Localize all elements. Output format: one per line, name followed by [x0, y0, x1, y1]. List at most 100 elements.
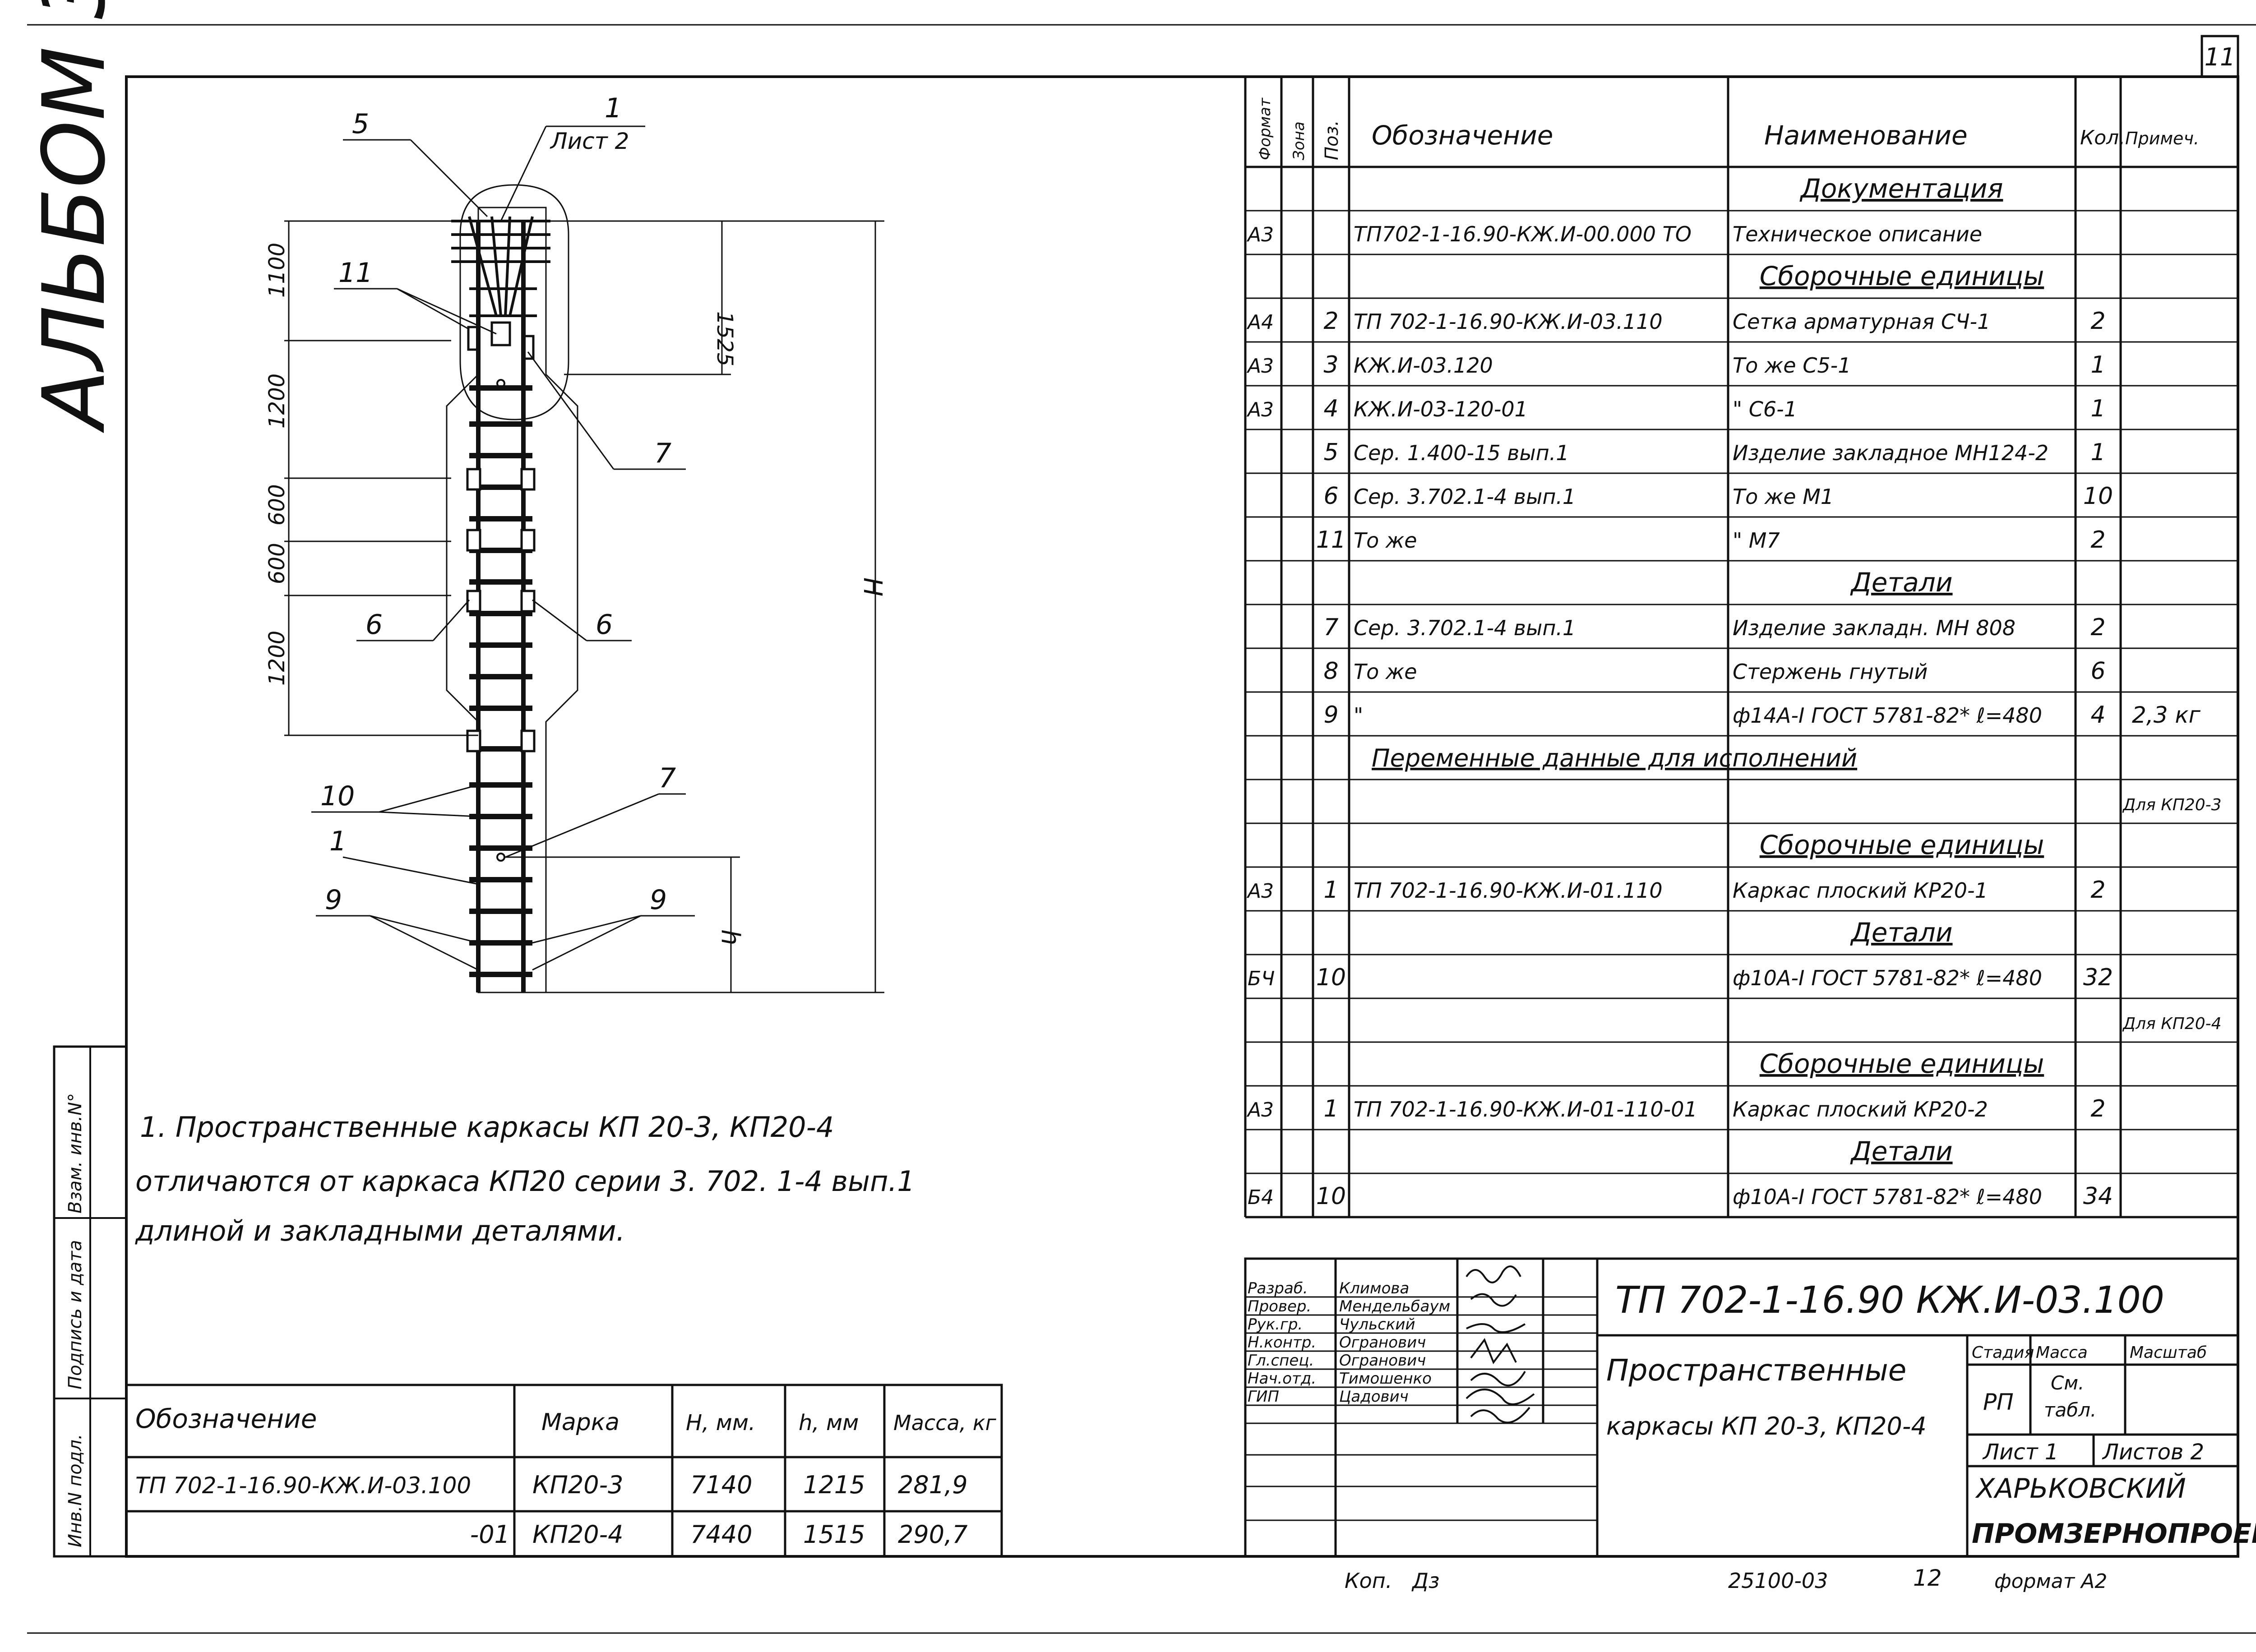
dim-H: H: [858, 577, 887, 596]
tb-person: Огранович: [1339, 1352, 1426, 1370]
spec-row-designation: ТП 702-1-16.90-КЖ.И-01.110: [1354, 878, 1663, 903]
spec-row-designation: ТП 702-1-16.90-КЖ.И-03.110: [1354, 309, 1663, 334]
spec-h-designation: Обозначение: [1372, 120, 1553, 151]
spec-row-designation: Сер. 3.702.1-4 вып.1: [1354, 485, 1576, 509]
spec-row-name: ф10А-I ГОСТ 5781-82* ℓ=480: [1733, 966, 2042, 990]
title-block: ТП 702-1-16.90 КЖ.И-03.100 Пространствен…: [1244, 1257, 2256, 1558]
spec-row-qty: 34: [2083, 1183, 2113, 1210]
spec-row-designation: Сер. 3.702.1-4 вып.1: [1354, 616, 1576, 640]
vt-r1-mass: 281,9: [898, 1471, 968, 1499]
spec-section-heading: Детали: [1849, 1136, 1952, 1167]
tb-stage: РП: [1983, 1389, 2014, 1415]
footer-num: 12: [1913, 1565, 1942, 1591]
spec-row-qty: 32: [2083, 964, 2113, 991]
tb-role: Разраб.: [1248, 1279, 1308, 1297]
dim-1525: 1525: [712, 311, 737, 366]
vt-r1-H: 7140: [690, 1471, 752, 1499]
vt-h-mark: Марка: [541, 1409, 619, 1436]
dimension-lines: [284, 220, 884, 993]
tb-stage-header: Стадия: [1972, 1343, 2034, 1362]
stamp-inv-orig: Инв.N подл.: [65, 1434, 86, 1547]
spec-section-heading: Документация: [1799, 173, 2003, 204]
dim-1200-top: 1200: [264, 374, 290, 429]
spec-row-name: То же М1: [1733, 485, 1834, 509]
tb-role: Рук.гр.: [1248, 1315, 1303, 1334]
spec-row-name: Техническое описание: [1733, 222, 1982, 246]
footer-inv: 25100-03: [1728, 1569, 1828, 1593]
sheet-number-box: 11: [2201, 35, 2239, 78]
spec-row-pos: 3: [1323, 351, 1338, 378]
note-line-3: длиной и закладными деталями.: [135, 1214, 625, 1247]
album-label: АЛЬБОМ 3: [24, 0, 124, 434]
spec-section-heading: Сборочные единицы: [1760, 261, 2044, 291]
cage-elevation: [446, 184, 578, 993]
vt-r1-designation: ТП 702-1-16.90-КЖ.И-03.100: [135, 1472, 471, 1499]
tb-person: Чульский: [1339, 1315, 1415, 1334]
dimension-values: 1100 1200 600 600 1200 1525 H h: [264, 243, 887, 946]
tb-scale-header: Масштаб: [2130, 1343, 2207, 1362]
callout-7-bottom: 7: [659, 762, 676, 794]
tb-role: Н.контр.: [1248, 1334, 1316, 1352]
spec-h-zone: Зона: [1290, 121, 1308, 160]
spec-row-qty: 6: [2090, 658, 2105, 685]
vt-h-designation: Обозначение: [135, 1403, 317, 1434]
stamp-signature-date: Подпись и дата: [65, 1240, 86, 1389]
tb-role: Провер.: [1248, 1297, 1311, 1315]
vt-r2-mass: 290,7: [898, 1520, 968, 1549]
spec-h-format: Формат: [1256, 97, 1274, 160]
spec-row-qty: 2: [2090, 1095, 2105, 1122]
spec-row-qty: 10: [2083, 483, 2113, 510]
spec-h-qty: Кол.: [2080, 126, 2125, 149]
spec-row-name: Изделие закладное МН124-2: [1733, 441, 2048, 465]
callout-5: 5: [352, 108, 369, 140]
dim-600-b: 600: [264, 543, 290, 584]
callout-10: 10: [320, 780, 355, 812]
spec-row-designation: КЖ.И-03-120-01: [1354, 397, 1528, 421]
note-line-1: 1. Пространственные каркасы КП 20-3, КП2…: [140, 1111, 834, 1144]
spec-row-name: " С6-1: [1733, 397, 1797, 421]
spec-section-heading: Детали: [1849, 917, 1952, 948]
spec-row-designation: То же: [1354, 528, 1417, 553]
spec-row-name: Сетка арматурная СЧ-1: [1733, 309, 1990, 334]
spec-row-format: А3: [1246, 398, 1274, 421]
spec-row-pos: 7: [1323, 614, 1338, 641]
callout-6-right: 6: [596, 609, 613, 641]
signature-scribbles: [1465, 1265, 1535, 1424]
spec-row-pos: 10: [1316, 964, 1346, 991]
spec-row-format: А3: [1246, 355, 1274, 378]
callout-7-top: 7: [654, 438, 671, 469]
spec-row-format: БЧ: [1248, 967, 1275, 990]
spec-section-heading: Детали: [1849, 567, 1952, 598]
spec-row-format: Б4: [1248, 1186, 1274, 1209]
spec-row-qty: 2: [2090, 526, 2105, 554]
variants-table: Обозначение Марка H, мм. h, мм Масса, кг…: [125, 1384, 1003, 1558]
dim-1100: 1100: [264, 243, 290, 298]
spec-row-qty: 2: [2090, 614, 2105, 641]
tb-mass-line2: табл.: [2044, 1399, 2096, 1421]
vt-r2-designation: -01: [470, 1520, 510, 1549]
dim-600-a: 600: [264, 484, 290, 526]
dim-h: h: [716, 929, 745, 946]
tb-name-line1: Пространственные: [1606, 1353, 1906, 1388]
spec-row-name: Каркас плоский КР20-2: [1733, 1097, 1988, 1121]
tb-person: Климова: [1339, 1279, 1409, 1297]
spec-row-qty: 2: [2090, 877, 2105, 904]
vt-r2-mark: КП20-4: [532, 1520, 624, 1549]
tb-person: Огранович: [1339, 1334, 1426, 1352]
vt-h-h: h, мм: [799, 1410, 859, 1435]
vt-r1-h: 1215: [803, 1471, 865, 1499]
vt-h-mass: Масса, кг: [893, 1411, 997, 1435]
footer-format: формат А2: [1994, 1570, 2107, 1593]
tb-role: Гл.спец.: [1248, 1352, 1314, 1370]
tb-name-line2: каркасы КП 20-3, КП20-4: [1606, 1412, 1927, 1440]
spec-row-pos: 1: [1323, 877, 1338, 904]
spec-row-designation: Сер. 1.400-15 вып.1: [1354, 441, 1569, 465]
leaders: [311, 125, 695, 971]
tb-role: Нач.отд.: [1248, 1370, 1316, 1388]
spec-row-pos: 2: [1323, 308, 1338, 335]
vt-r1-mark: КП20-3: [532, 1471, 624, 1499]
spec-row-qty: 1: [2090, 351, 2105, 378]
stamp-replaced-inv: Взам. инв.N°: [65, 1093, 86, 1214]
footer-copied: Коп.: [1345, 1569, 1392, 1593]
tb-sheets: Листов 2: [2102, 1440, 2204, 1465]
